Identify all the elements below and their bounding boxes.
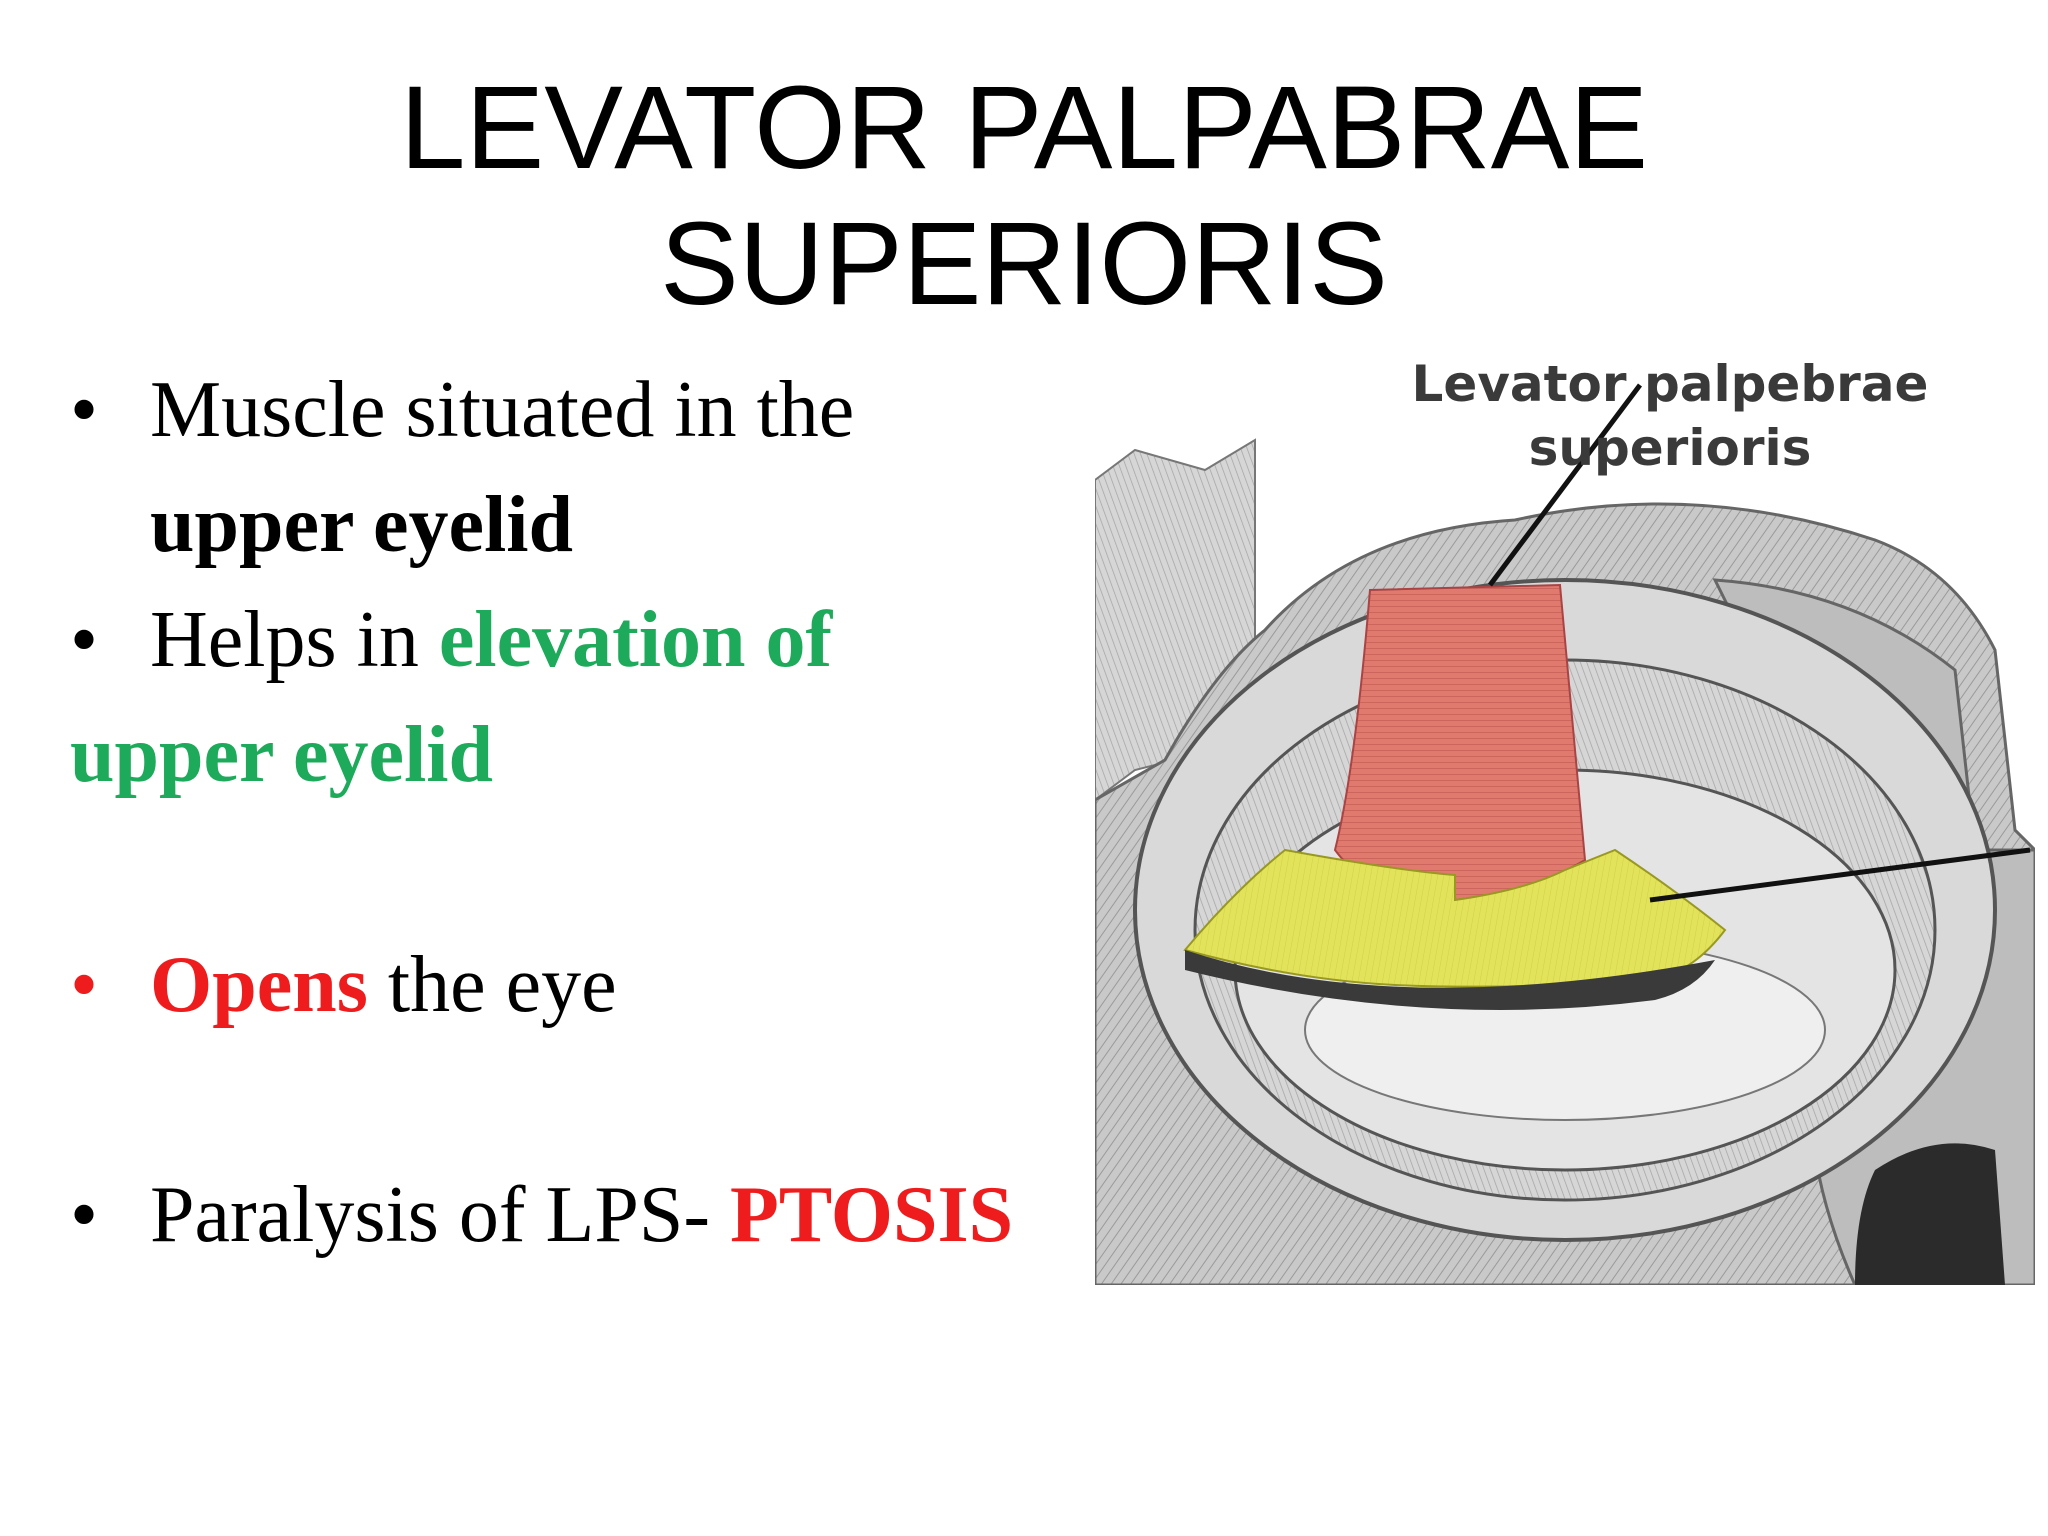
pointer-line-top	[1488, 383, 1642, 587]
slide-title: LEVATOR PALPABRAE SUPERIORIS	[0, 60, 2048, 332]
levator-muscle	[1333, 583, 1587, 902]
bullet-2-highlight: elevation of	[438, 596, 833, 684]
title-line-1: LEVATOR PALPABRAE	[399, 62, 1649, 194]
pointer-line-right	[1649, 847, 2031, 903]
bullet-1-text: Muscle situated in the	[150, 366, 855, 454]
bullet-dot: •	[70, 1171, 99, 1259]
bullet-2-text: Helps in elevation of	[150, 590, 832, 690]
title-line-2: SUPERIORIS	[660, 198, 1388, 330]
lid-margin	[1185, 950, 1715, 1010]
bullet-4-prefix: Paralysis of LPS-	[150, 1171, 730, 1259]
bullet-3-suffix: the eye	[367, 941, 617, 1029]
bullet-1-bold-text: upper eyelid	[150, 481, 574, 569]
figure-label-line-2: superioris	[1528, 419, 1812, 477]
orbit-anatomy-illustration	[1095, 383, 2035, 1285]
bullet-dot: •	[70, 941, 99, 1029]
bullet-dot: •	[70, 366, 99, 454]
bullet-2-highlight-cont: upper eyelid	[70, 711, 494, 799]
figure-label: Levator palpebrae superioris	[1360, 352, 1980, 480]
bullet-4-highlight: PTOSIS	[730, 1171, 1014, 1259]
bullet-3-text: Opens the eye	[150, 935, 617, 1035]
dark-recess	[1855, 1143, 2005, 1285]
bullet-2-prefix: Helps in	[150, 596, 439, 684]
figure-label-line-1: Levator palpebrae	[1411, 355, 1929, 413]
bullet-4-text: Paralysis of LPS- PTOSIS	[150, 1165, 1013, 1265]
bullet-dot: •	[70, 596, 99, 684]
bullet-3-highlight: Opens	[150, 941, 368, 1029]
